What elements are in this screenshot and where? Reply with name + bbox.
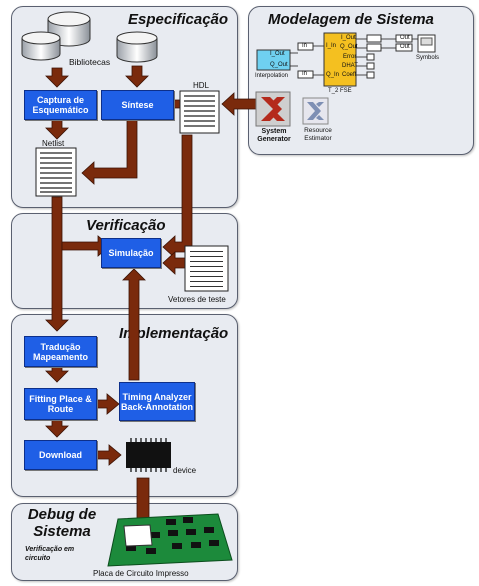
debug-title: Debug de Sistema xyxy=(16,506,108,540)
sim-out2-label: Out xyxy=(400,44,410,50)
netlist-label: Netlist xyxy=(42,139,64,148)
hdl-label: HDL xyxy=(193,81,209,90)
timing-block[interactable]: Timing Analyzer Back-Annotation xyxy=(119,382,195,421)
download-block[interactable]: Download xyxy=(24,440,97,470)
simulation-block[interactable]: Simulação xyxy=(101,238,161,268)
vectors-label: Vetores de teste xyxy=(168,295,226,304)
spec-title: Especificação xyxy=(128,11,228,28)
pcb-label: Placa de Circuito Impresso xyxy=(93,569,189,578)
device-label: device xyxy=(173,466,196,475)
synthesis-block[interactable]: Síntese xyxy=(101,90,174,120)
verif-title: Verificação xyxy=(86,217,166,234)
sim-dhat-port: DHAT xyxy=(342,63,358,69)
schematic-capture-block[interactable]: Captura de Esquemático xyxy=(24,90,97,120)
sim-interpolation-label: Interpolation xyxy=(255,73,288,79)
sysgen-label: System Generator xyxy=(254,128,294,144)
sim-iin-port: I_In xyxy=(326,43,336,49)
sim-iout-port: I_Out xyxy=(341,35,356,41)
sim-coeff-port: Coeff xyxy=(342,72,356,78)
sim-qout-label: Q_Out xyxy=(270,62,288,68)
resource-label: Resource Estimator xyxy=(298,127,338,143)
impl-title: Implementação xyxy=(119,325,228,342)
sim-in2-label: In xyxy=(302,71,307,77)
sim-out1-label: Out xyxy=(400,35,410,41)
sim-symbols-label: Symbols xyxy=(416,55,439,61)
sim-fse-label: T_2 FSE xyxy=(328,88,352,94)
incircuit-label: Verificação em circuito xyxy=(25,545,85,563)
sim-qin-port: Q_In xyxy=(326,72,339,78)
fitting-block[interactable]: Fitting Place & Route xyxy=(24,388,97,420)
sim-iout-label: I_Out xyxy=(270,51,285,57)
sim-in1-label: In xyxy=(302,43,307,49)
libraries-label: Bibliotecas xyxy=(69,57,110,67)
sim-qout-port: Q_Out xyxy=(340,44,358,50)
sim-error-port: Error xyxy=(343,54,356,60)
translate-block[interactable]: Tradução Mapeamento xyxy=(24,336,97,367)
model-title: Modelagem de Sistema xyxy=(268,11,434,28)
